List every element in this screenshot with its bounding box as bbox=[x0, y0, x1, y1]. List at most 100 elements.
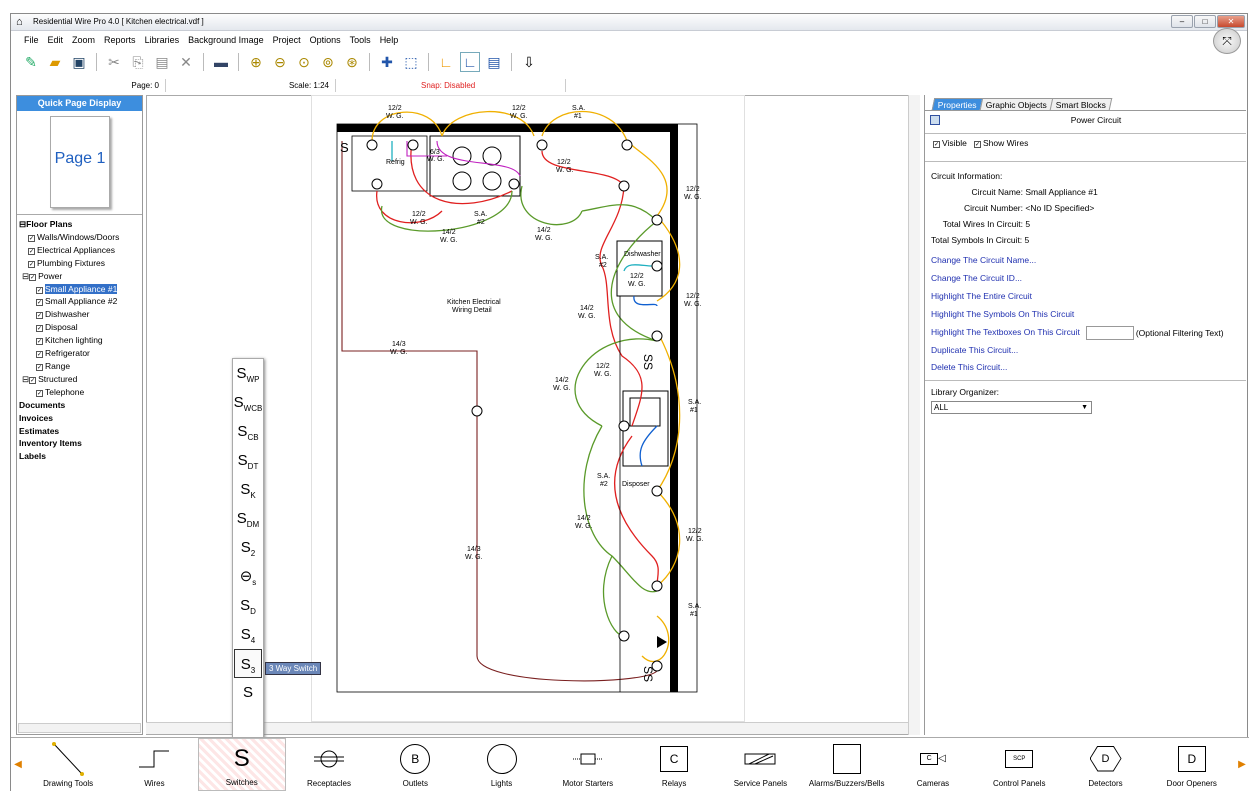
palette-switch-3[interactable]: S3 bbox=[234, 649, 262, 678]
bottom-drawing-tools[interactable]: Drawing Tools bbox=[25, 738, 111, 791]
canvas-vertical-scrollbar[interactable] bbox=[908, 95, 920, 735]
bottom-wires[interactable]: Wires bbox=[111, 738, 197, 791]
tree-labels[interactable]: Labels bbox=[19, 451, 46, 462]
change-circuit-id-link[interactable]: Change The Circuit ID... bbox=[931, 272, 1023, 283]
duplicate-circuit-link[interactable]: Duplicate This Circuit... bbox=[931, 344, 1019, 355]
menu-project[interactable]: Project bbox=[272, 35, 301, 45]
bottom-service-panels[interactable]: Service Panels bbox=[717, 738, 803, 791]
tree-invoices[interactable]: Invoices bbox=[19, 412, 54, 423]
tree-walls[interactable]: ✓Walls/Windows/Doors bbox=[28, 231, 120, 242]
zoom-window-icon[interactable]: ⊙ bbox=[298, 53, 310, 70]
open-folder-icon[interactable]: ▰ bbox=[49, 53, 61, 70]
svg-text:12/2: 12/2 bbox=[412, 211, 426, 218]
palette-switch-2[interactable]: S2 bbox=[240, 539, 256, 558]
highlight-entire-circuit-link[interactable]: Highlight The Entire Circuit bbox=[931, 290, 1032, 301]
crosshair-icon[interactable]: ✚ bbox=[381, 53, 393, 70]
menu-zoom[interactable]: Zoom bbox=[72, 35, 96, 45]
tree-kitchen-lighting[interactable]: ✓Kitchen lighting bbox=[36, 335, 103, 346]
delete-circuit-link[interactable]: Delete This Circuit... bbox=[931, 362, 1008, 373]
menu-reports[interactable]: Reports bbox=[104, 35, 136, 45]
bottom-relays[interactable]: C Relays bbox=[631, 738, 717, 791]
menu-tools[interactable]: Tools bbox=[349, 35, 371, 45]
ortho-icon[interactable]: ∟ bbox=[439, 54, 453, 70]
palette-switch-s[interactable]: ⊖s bbox=[239, 568, 257, 587]
paste-icon[interactable]: ▤ bbox=[155, 53, 169, 70]
page-thumbnail[interactable]: Page 1 bbox=[50, 116, 110, 208]
bottom-cameras[interactable]: C◁ Cameras bbox=[916, 752, 950, 788]
library-select[interactable]: ALL▼ bbox=[931, 401, 1092, 414]
palette-switch-dm[interactable]: SDM bbox=[236, 510, 260, 529]
bottom-control-panels[interactable]: SCP Control Panels bbox=[976, 738, 1062, 791]
close-button[interactable]: ✕ bbox=[1217, 15, 1245, 28]
delete-icon[interactable]: ✕ bbox=[180, 53, 192, 70]
bottom-lights[interactable]: Lights bbox=[458, 738, 544, 791]
palette-switch-4[interactable]: S4 bbox=[240, 626, 256, 645]
palette-switch-k[interactable]: SK bbox=[240, 481, 256, 500]
tree-scrollbar[interactable] bbox=[18, 723, 141, 733]
palette-switch-wcb[interactable]: SWCB bbox=[233, 394, 263, 413]
bottom-motor-starters[interactable]: Motor Starters bbox=[545, 738, 631, 791]
show-wires-checkbox[interactable]: ✓ bbox=[973, 141, 981, 148]
scroll-left-icon[interactable]: ◀ bbox=[14, 759, 22, 770]
tree-plumbing[interactable]: ✓Plumbing Fixtures bbox=[28, 257, 106, 268]
menu-file[interactable]: File bbox=[24, 35, 39, 45]
tree-disposal[interactable]: ✓Disposal bbox=[36, 322, 78, 333]
scroll-right-icon[interactable]: ▶ bbox=[1238, 759, 1246, 770]
tree-telephone[interactable]: ✓Telephone bbox=[36, 386, 85, 397]
menu-options[interactable]: Options bbox=[309, 35, 341, 45]
highlight-textboxes-link[interactable]: Highlight The Textboxes On This Circuit bbox=[931, 326, 1080, 337]
page-icon[interactable]: ▤ bbox=[487, 53, 501, 70]
arrow-down-icon[interactable]: ⇩ bbox=[523, 53, 535, 70]
tree-dishwasher[interactable]: ✓Dishwasher bbox=[36, 309, 90, 320]
tree-small-appliance-1[interactable]: ✓Small Appliance #1 bbox=[36, 283, 118, 294]
zoom-out-icon[interactable]: ⊖ bbox=[274, 53, 286, 70]
minimize-button[interactable]: – bbox=[1171, 15, 1193, 28]
tree-documents[interactable]: Documents bbox=[19, 399, 66, 410]
cut-icon[interactable]: ✂ bbox=[108, 53, 120, 70]
tree-small-appliance-2[interactable]: ✓Small Appliance #2 bbox=[36, 296, 118, 307]
bottom-receptacles[interactable]: Receptacles bbox=[286, 738, 372, 791]
highlight-symbols-link[interactable]: Highlight The Symbols On This Circuit bbox=[931, 308, 1075, 319]
tree-structured[interactable]: ⊟✓Structured bbox=[22, 373, 78, 384]
menu-libraries[interactable]: Libraries bbox=[144, 35, 180, 45]
tree-electrical[interactable]: ✓Electrical Appliances bbox=[28, 244, 115, 255]
tab-properties[interactable]: Properties bbox=[931, 98, 984, 110]
tree-power[interactable]: ⊟✓Power bbox=[22, 270, 63, 281]
tab-graphic-objects[interactable]: Graphic Objects bbox=[979, 98, 1053, 110]
tree-refrigerator[interactable]: ✓Refrigerator bbox=[36, 348, 90, 359]
filter-text-input[interactable] bbox=[1085, 325, 1134, 340]
change-circuit-name-link[interactable]: Change The Circuit Name... bbox=[931, 255, 1037, 265]
palette-switch-cb[interactable]: SCB bbox=[237, 423, 259, 442]
bottom-detectors[interactable]: D Detectors bbox=[1062, 738, 1148, 791]
bottom-switches[interactable]: S Switches bbox=[197, 738, 286, 791]
new-icon[interactable]: ✎ bbox=[25, 53, 37, 70]
bottom-door-openers[interactable]: D Door Openers bbox=[1149, 738, 1235, 791]
palette-switch-d[interactable]: SD bbox=[240, 597, 256, 616]
menu-help[interactable]: Help bbox=[379, 35, 399, 45]
bottom-outlets[interactable]: B Outlets bbox=[372, 738, 458, 791]
tree-range[interactable]: ✓Range bbox=[36, 360, 71, 371]
menu-background-image[interactable]: Background Image bbox=[188, 35, 264, 45]
tree-floor-plans[interactable]: ⊟Floor Plans bbox=[19, 219, 73, 229]
menu-edit[interactable]: Edit bbox=[47, 35, 64, 45]
tree-inventory-items[interactable]: Inventory Items bbox=[19, 438, 82, 449]
print-icon[interactable]: ▬ bbox=[214, 54, 228, 70]
drawing-canvas[interactable]: S Refrig 12/2 W. G. 12/2 W. G. S.A. #1 6… bbox=[146, 95, 919, 735]
bottom-alarms-buzzers-bells[interactable]: Alarms/Buzzers/Bells bbox=[804, 738, 890, 791]
tab-smart-blocks[interactable]: Smart Blocks bbox=[1049, 98, 1113, 110]
palette-switch-wp[interactable]: SWP bbox=[236, 365, 260, 384]
select-box-icon[interactable]: ⬚ bbox=[404, 53, 418, 70]
tree-estimates[interactable]: Estimates bbox=[19, 425, 60, 436]
save-icon[interactable]: ▣ bbox=[72, 53, 86, 70]
collapse-icon[interactable]: ⤧ bbox=[1213, 28, 1241, 54]
zoom-fit-icon[interactable]: ⊚ bbox=[322, 53, 334, 70]
maximize-button[interactable]: □ bbox=[1194, 15, 1216, 28]
copy-icon[interactable]: ⎘ bbox=[132, 53, 144, 70]
canvas-horizontal-scrollbar[interactable] bbox=[146, 722, 908, 734]
palette-switch-single[interactable]: S bbox=[242, 684, 253, 701]
palette-switch-dt[interactable]: SDT bbox=[237, 452, 259, 471]
snap-grid-icon[interactable]: ∟ bbox=[460, 52, 480, 72]
visible-checkbox[interactable]: ✓ bbox=[933, 141, 940, 148]
zoom-page-icon[interactable]: ⊛ bbox=[346, 53, 358, 70]
zoom-in-icon[interactable]: ⊕ bbox=[250, 53, 262, 70]
